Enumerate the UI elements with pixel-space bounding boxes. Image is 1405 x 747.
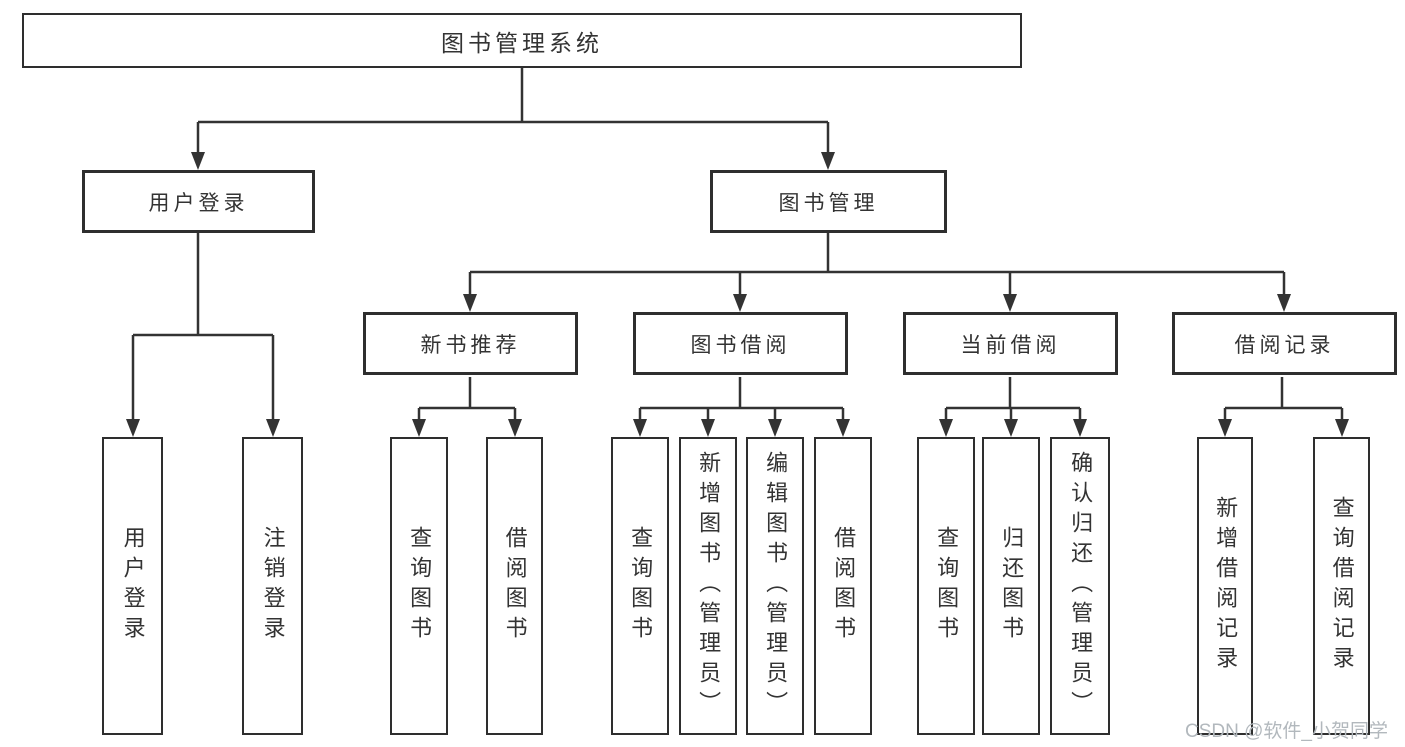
- node-current-borrowing-label: 当前借阅: [960, 333, 1061, 357]
- leaf-borrow-books-recommend: 借阅图书: [486, 437, 543, 735]
- leaf-query-borrow-record-label: 查询借阅记录: [1329, 496, 1355, 676]
- leaf-confirm-return-admin-label: 确认归还（管理员）: [1068, 451, 1094, 721]
- leaf-logout-label: 注销登录: [260, 526, 286, 646]
- leaf-borrow-books-recommend-label: 借阅图书: [502, 526, 528, 646]
- node-borrowing-records: 借阅记录: [1172, 312, 1397, 375]
- leaf-query-books-borrowing-label: 查询图书: [628, 526, 654, 646]
- leaf-query-books-recommend: 查询图书: [390, 437, 448, 735]
- watermark-text: CSDN @软件_小贺同学: [1185, 721, 1388, 742]
- leaf-return-books-label: 归还图书: [999, 526, 1025, 646]
- node-book-borrowing-label: 图书借阅: [690, 333, 791, 357]
- node-current-borrowing: 当前借阅: [903, 312, 1118, 375]
- leaf-confirm-return-admin: 确认归还（管理员）: [1050, 437, 1110, 735]
- node-book-management: 图书管理: [710, 170, 947, 233]
- node-new-book-recommend: 新书推荐: [363, 312, 578, 375]
- leaf-query-borrow-record: 查询借阅记录: [1313, 437, 1370, 735]
- leaf-query-books-borrowing: 查询图书: [611, 437, 669, 735]
- leaf-logout: 注销登录: [242, 437, 303, 735]
- leaf-borrow-books: 借阅图书: [814, 437, 872, 735]
- leaf-add-books-admin-label: 新增图书（管理员）: [696, 451, 722, 721]
- node-book-borrowing: 图书借阅: [633, 312, 848, 375]
- leaf-query-books-recommend-label: 查询图书: [407, 526, 433, 646]
- node-root: 图书管理系统: [22, 13, 1022, 68]
- leaf-add-borrow-record: 新增借阅记录: [1197, 437, 1253, 735]
- leaf-add-borrow-record-label: 新增借阅记录: [1213, 496, 1239, 676]
- leaf-edit-books-admin: 编辑图书（管理员）: [746, 437, 804, 735]
- leaf-user-login-label: 用户登录: [120, 526, 146, 646]
- node-book-management-label: 图书管理: [778, 191, 879, 215]
- leaf-query-books-current: 查询图书: [917, 437, 975, 735]
- leaf-return-books: 归还图书: [982, 437, 1040, 735]
- node-user-login-label: 用户登录: [148, 191, 249, 215]
- leaf-add-books-admin: 新增图书（管理员）: [679, 437, 737, 735]
- node-root-label: 图书管理系统: [441, 29, 603, 56]
- leaf-edit-books-admin-label: 编辑图书（管理员）: [763, 451, 789, 721]
- node-new-book-recommend-label: 新书推荐: [420, 333, 521, 357]
- node-borrowing-records-label: 借阅记录: [1234, 333, 1335, 357]
- node-user-login: 用户登录: [82, 170, 315, 233]
- leaf-borrow-books-label: 借阅图书: [831, 526, 857, 646]
- leaf-user-login: 用户登录: [102, 437, 163, 735]
- leaf-query-books-current-label: 查询图书: [934, 526, 960, 646]
